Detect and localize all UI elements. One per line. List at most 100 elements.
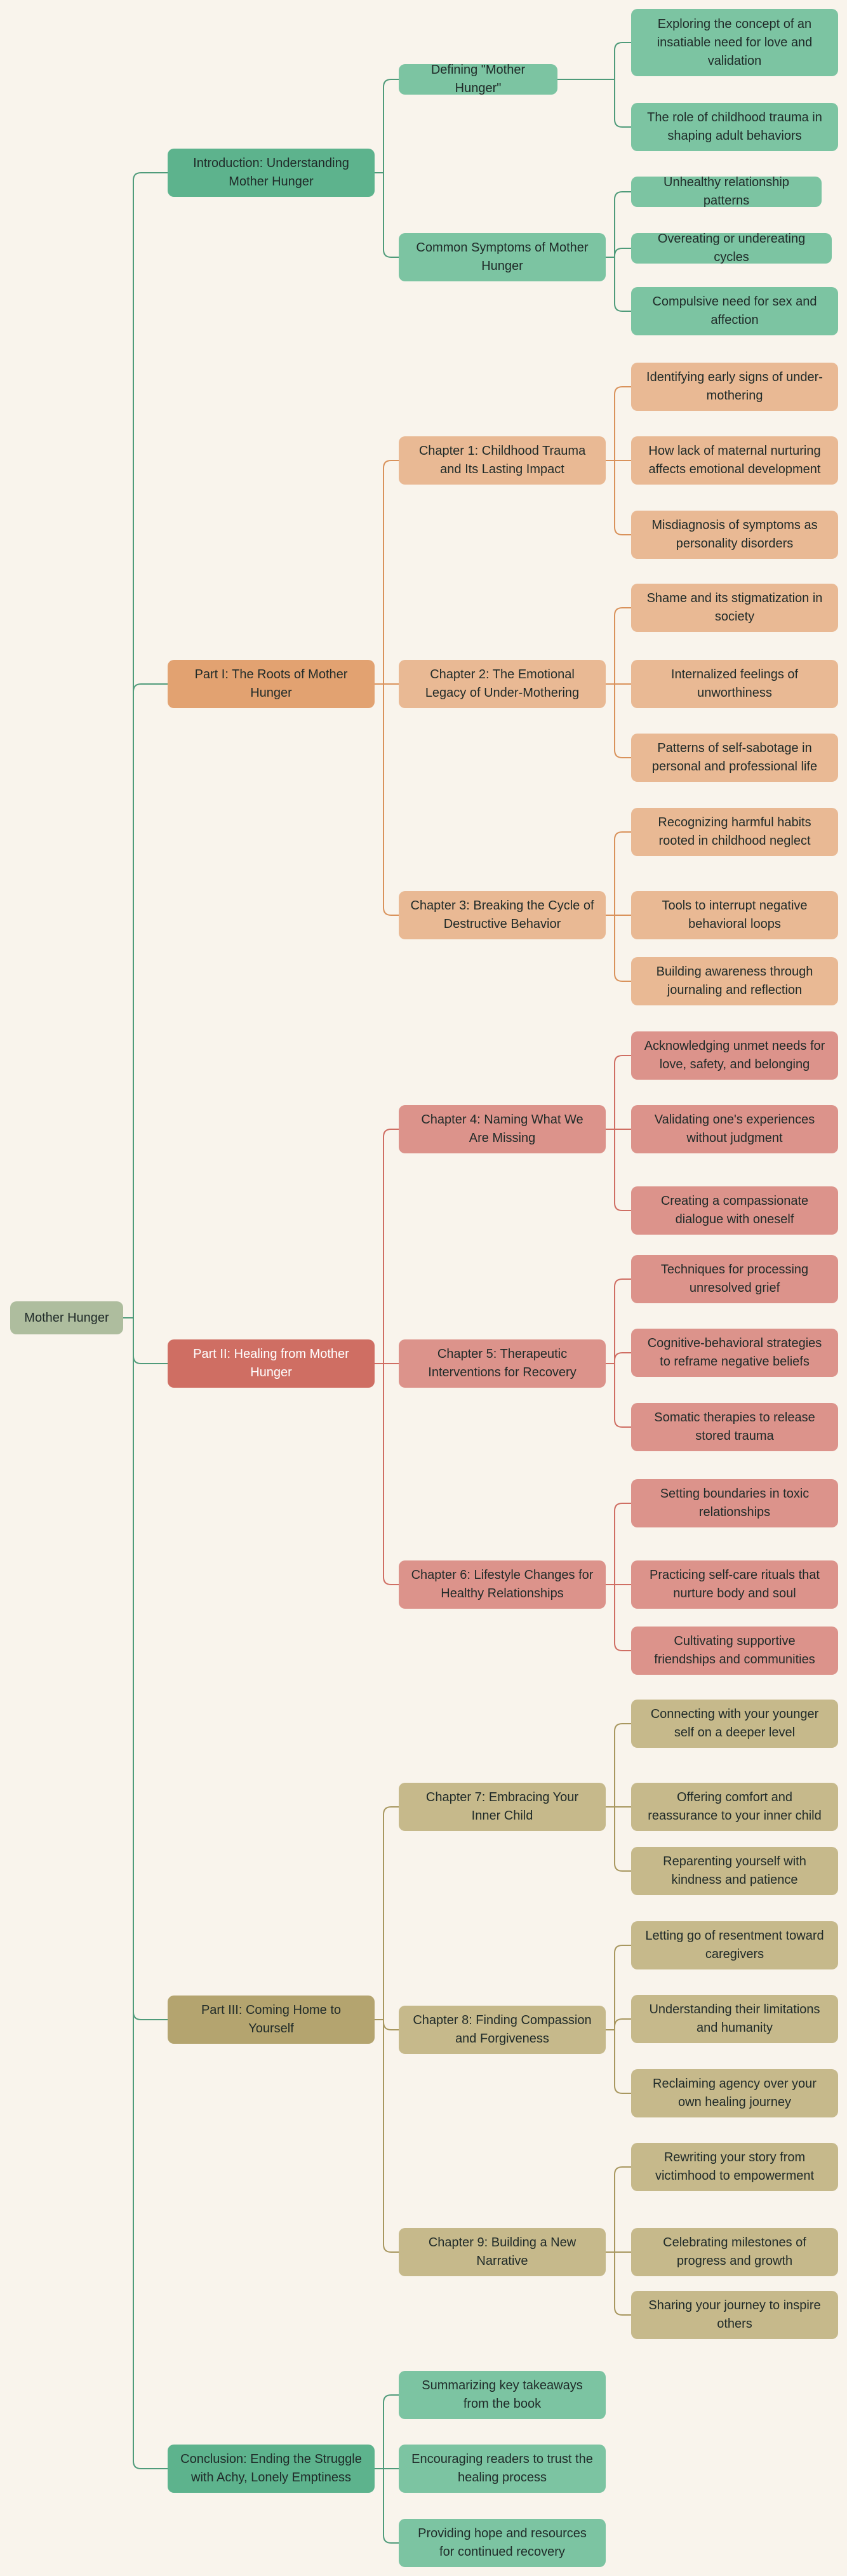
chapter-node-label: Chapter 7: Embracing Your Inner Child <box>425 1790 579 1823</box>
section-connector-segment <box>375 1129 399 1364</box>
chapter-node-label: Chapter 2: The Emotional Legacy of Under… <box>425 667 580 700</box>
chapter-connector-segment <box>606 1806 631 1872</box>
topic-node: Tools to interrupt negative behavioral l… <box>631 891 838 939</box>
chapter-connector-segment <box>606 915 631 982</box>
topic-node: How lack of maternal nurturing affects e… <box>631 436 838 485</box>
topic-node: Sharing your journey to inspire others <box>631 2291 838 2339</box>
section-connector-segment <box>375 172 399 258</box>
chapter-connector <box>606 831 631 982</box>
section-node-label: Conclusion: Ending the Struggle with Ach… <box>180 2452 362 2485</box>
section-node: Part III: Coming Home to Yourself <box>168 1996 375 2044</box>
topic-node-label: Creating a compassionate dialogue with o… <box>660 1194 809 1226</box>
leaf-node: Encouraging readers to trust the healing… <box>399 2445 606 2493</box>
section-connector-segment <box>375 683 399 916</box>
section-node-label: Part II: Healing from Mother Hunger <box>193 1347 349 1379</box>
topic-node-label: Identifying early signs of under-motheri… <box>646 370 823 403</box>
topic-node-label: Sharing your journey to inspire others <box>648 2298 821 2331</box>
section-connector-segment <box>375 2394 399 2469</box>
topic-node: Practicing self-care rituals that nurtur… <box>631 1560 838 1609</box>
chapter-connector <box>606 1945 631 2094</box>
chapter-node-label: Chapter 1: Childhood Trauma and Its Last… <box>418 444 586 476</box>
chapter-connector-segment <box>606 1584 631 1651</box>
topic-node: Techniques for processing unresolved gri… <box>631 1255 838 1303</box>
section-node: Part I: The Roots of Mother Hunger <box>168 660 375 708</box>
chapter-connector-segment <box>606 1352 631 1364</box>
topic-node-label: The role of childhood trauma in shaping … <box>647 111 822 143</box>
section-connector-segment <box>375 1363 399 1585</box>
section-connector <box>375 1129 399 1585</box>
topic-node: Identifying early signs of under-motheri… <box>631 363 838 411</box>
chapter-node-label: Chapter 4: Naming What We Are Missing <box>421 1113 584 1145</box>
chapter-node-label: Defining "Mother Hunger" <box>430 63 526 95</box>
chapter-connector-segment <box>606 1945 631 2030</box>
section-node-label: Part I: The Roots of Mother Hunger <box>194 667 348 700</box>
section-connector-segment <box>375 2468 399 2544</box>
chapter-connector-segment <box>606 257 631 312</box>
chapter-node: Defining "Mother Hunger" <box>399 63 557 95</box>
section-node-label: Part III: Coming Home to Yourself <box>201 2003 342 2036</box>
chapter-node: Chapter 2: The Emotional Legacy of Under… <box>399 660 606 708</box>
chapter-connector-segment <box>557 79 631 128</box>
topic-node: Shame and its stigmatization in society <box>631 584 838 632</box>
topic-node-label: Exploring the concept of an insatiable n… <box>657 17 813 68</box>
section-connector-segment <box>375 79 399 173</box>
topic-node-label: Connecting with your younger self on a d… <box>650 1707 819 1740</box>
chapter-connector-segment <box>606 460 631 535</box>
section-connector <box>375 460 399 916</box>
chapter-connector-segment <box>606 1363 631 1428</box>
chapter-connector <box>606 1278 631 1428</box>
chapter-connector-segment <box>606 607 631 685</box>
chapter-connector-segment <box>606 1503 631 1585</box>
topic-node-label: Overeating or undereating cycles <box>657 232 806 264</box>
topic-node-label: Letting go of resentment toward caregive… <box>645 1929 824 1961</box>
chapter-connector <box>557 42 631 128</box>
topic-node: Exploring the concept of an insatiable n… <box>631 9 838 76</box>
chapter-node: Chapter 5: Therapeutic Interventions for… <box>399 1339 606 1388</box>
topic-node: Overeating or undereating cycles <box>631 232 832 264</box>
chapter-connector-segment <box>606 1129 631 1211</box>
chapter-connector-segment <box>606 1723 631 1808</box>
root-connector-segment <box>123 1317 168 1364</box>
root-connector-segment <box>123 1317 168 2020</box>
section-connector-segment <box>375 2019 399 2030</box>
topic-node: Internalized feelings of unworthiness <box>631 660 838 708</box>
topic-node-label: Compulsive need for sex and affection <box>652 295 817 327</box>
section-connector <box>375 1806 399 2253</box>
section-node: Conclusion: Ending the Struggle with Ach… <box>168 2445 375 2493</box>
root-connector-segment <box>123 172 168 1318</box>
chapter-node-label: Common Symptoms of Mother Hunger <box>416 241 589 273</box>
chapter-connector-segment <box>606 1055 631 1130</box>
chapter-node: Chapter 3: Breaking the Cycle of Destruc… <box>399 891 606 939</box>
topic-node: Patterns of self-sabotage in personal an… <box>631 734 838 782</box>
topic-node-label: Reclaiming agency over your own healing … <box>653 2077 817 2109</box>
topic-node-label: Acknowledging unmet needs for love, safe… <box>644 1039 825 1071</box>
chapter-connector-segment <box>606 1278 631 1364</box>
topic-node: Reclaiming agency over your own healing … <box>631 2069 838 2117</box>
topic-node-label: Practicing self-care rituals that nurtur… <box>650 1568 820 1600</box>
leaf-node: Providing hope and resources for continu… <box>399 2519 606 2567</box>
chapter-node-label: Chapter 8: Finding Compassion and Forgiv… <box>413 2013 592 2046</box>
topic-node-label: Somatic therapies to release stored trau… <box>654 1411 815 1443</box>
chapter-connector <box>606 2166 631 2316</box>
chapter-connector <box>606 1723 631 1872</box>
topic-node: Unhealthy relationship patterns <box>631 175 822 208</box>
topic-node: Connecting with your younger self on a d… <box>631 1700 838 1748</box>
chapter-connector-segment <box>606 2166 631 2253</box>
section-connector-segment <box>375 1806 399 2020</box>
section-connector-segment <box>375 460 399 685</box>
chapter-connector-segment <box>606 386 631 461</box>
chapter-node: Common Symptoms of Mother Hunger <box>399 233 606 281</box>
topic-node: Cultivating supportive friendships and c… <box>631 1627 838 1675</box>
topic-node-label: Setting boundaries in toxic relationship… <box>660 1487 810 1519</box>
topic-node: Rewriting your story from victimhood to … <box>631 2143 838 2191</box>
topic-node: Validating one's experiences without jud… <box>631 1105 838 1153</box>
chapter-node-label: Chapter 9: Building a New Narrative <box>428 2236 577 2268</box>
topic-node: Reparenting yourself with kindness and p… <box>631 1847 838 1895</box>
chapter-connector <box>606 607 631 758</box>
topic-node-label: Tools to interrupt negative behavioral l… <box>662 899 808 931</box>
section-connector <box>375 2394 399 2544</box>
chapter-node: Chapter 1: Childhood Trauma and Its Last… <box>399 436 606 485</box>
section-node-label: Introduction: Understanding Mother Hunge… <box>193 156 349 189</box>
